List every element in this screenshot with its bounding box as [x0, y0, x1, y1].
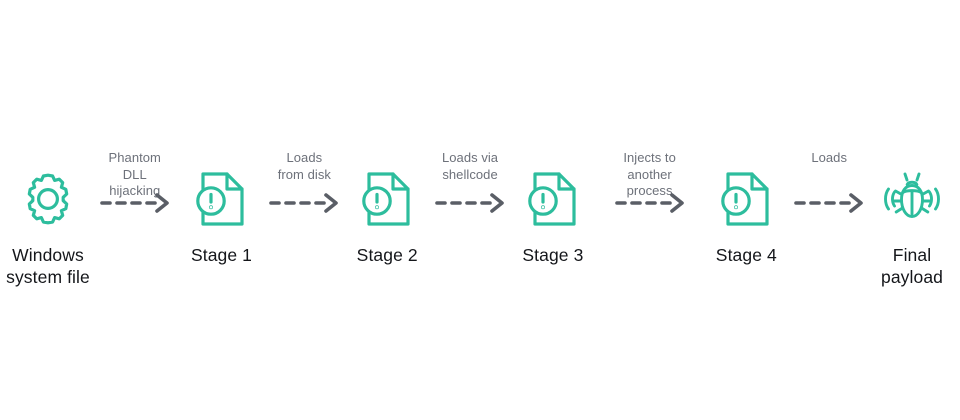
- node-stage-2: Stage 2: [339, 140, 435, 266]
- bug-icon: [880, 166, 944, 232]
- node-caption: Stage 2: [356, 245, 418, 265]
- flow-row: Windows system file Phantom DLL hijackin…: [0, 140, 960, 300]
- document-alert-icon: [355, 166, 419, 232]
- gear-icon: [16, 166, 80, 232]
- connector-injects-to-another-process: Injects to another process: [601, 140, 698, 216]
- connector-loads-from-disk: Loads from disk: [269, 140, 339, 216]
- dashed-arrow-right-icon: [793, 190, 865, 216]
- dashed-arrow-right-icon: [99, 190, 171, 216]
- connector-label: Phantom DLL hijacking: [108, 150, 161, 198]
- node-caption: Stage 4: [715, 245, 777, 265]
- connector-phantom-dll-hijacking: Phantom DLL hijacking: [96, 140, 173, 216]
- dashed-arrow-right-icon: [268, 190, 340, 216]
- node-stage-1: Stage 1: [173, 140, 269, 266]
- node-caption: Stage 1: [190, 245, 252, 265]
- document-alert-icon: [714, 166, 778, 232]
- connector-label: Loads: [811, 150, 847, 165]
- node-final-payload: Final payload: [864, 140, 960, 288]
- document-alert-icon: [189, 166, 253, 232]
- connector-label: Injects to another process: [623, 150, 676, 198]
- node-caption: Windows system file: [6, 245, 90, 287]
- connector-loads: Loads: [794, 140, 864, 216]
- connector-label: Loads via shellcode: [441, 150, 499, 182]
- connector-label: Loads from disk: [277, 150, 331, 182]
- node-windows-system-file: Windows system file: [0, 140, 96, 288]
- dashed-arrow-right-icon: [614, 190, 686, 216]
- node-caption: Stage 3: [522, 245, 584, 265]
- node-stage-3: Stage 3: [505, 140, 601, 266]
- document-alert-icon: [521, 166, 585, 232]
- dashed-arrow-right-icon: [434, 190, 506, 216]
- node-stage-4: Stage 4: [698, 140, 794, 266]
- node-caption: Final payload: [881, 245, 944, 287]
- connector-loads-via-shellcode: Loads via shellcode: [435, 140, 505, 216]
